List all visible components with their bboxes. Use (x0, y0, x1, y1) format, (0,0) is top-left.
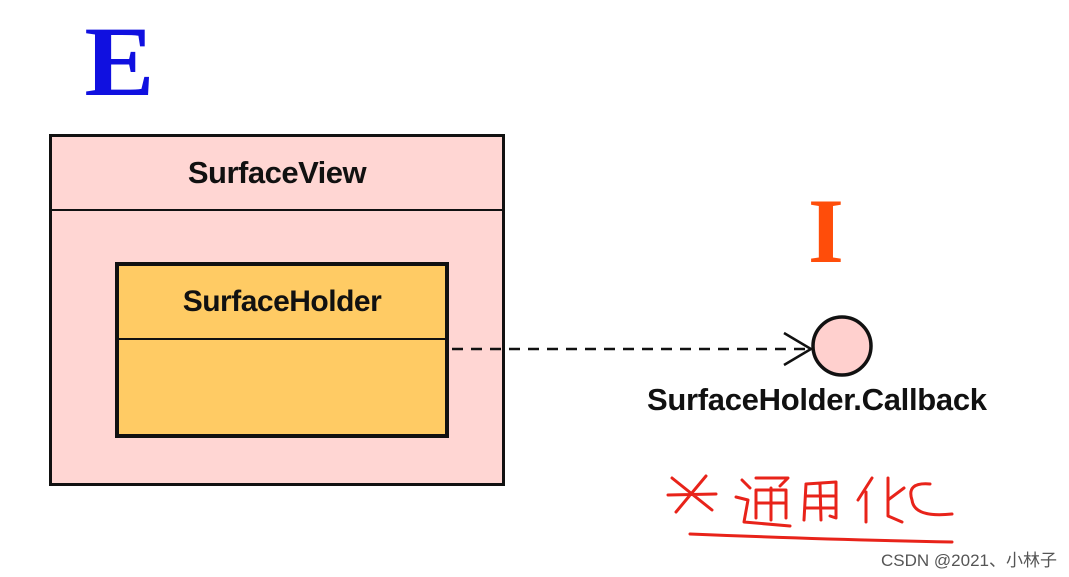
handwritten-annotation (666, 474, 954, 544)
surfaceholder-class-name: SurfaceHolder (119, 266, 445, 340)
interface-circle (811, 315, 873, 377)
surfaceview-class-box: SurfaceView SurfaceHolder (49, 134, 505, 486)
interface-name: SurfaceHolder.Callback (647, 382, 987, 417)
extends-marker: E (84, 6, 155, 117)
dependency-arrowhead (783, 331, 814, 367)
csdn-watermark: CSDN @2021、小林子 (881, 551, 1057, 570)
implements-marker: I (808, 180, 844, 282)
surfaceview-class-name: SurfaceView (52, 137, 502, 211)
surfaceholder-class-box: SurfaceHolder (115, 262, 449, 438)
